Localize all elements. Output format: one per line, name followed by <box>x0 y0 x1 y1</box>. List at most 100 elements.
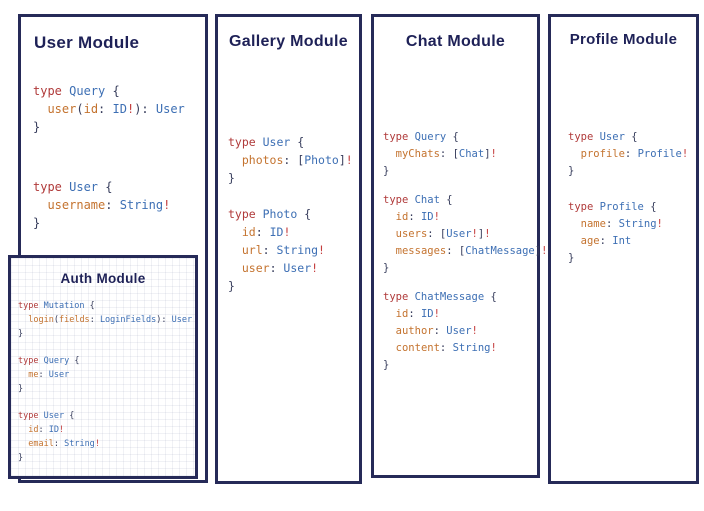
code-token: name <box>580 218 606 230</box>
chat-module-panel: Chat Module type Query { myChats: [Chat]… <box>371 14 547 478</box>
code-token: : <box>255 225 270 239</box>
code-line: type Query { <box>33 82 185 100</box>
code-token <box>228 225 242 239</box>
gallery-module-code: type User { photos: [Photo]!}type Photo … <box>228 133 353 295</box>
code-token: id <box>395 211 409 223</box>
code-token: ! <box>484 228 491 240</box>
code-token: ! <box>59 425 65 435</box>
code-block: type User { profile: Profile!} <box>568 129 688 180</box>
code-token: type <box>568 131 600 143</box>
code-token: : <box>98 102 113 116</box>
code-token <box>18 370 28 380</box>
code-token: ] <box>484 148 491 160</box>
code-token: } <box>228 279 235 293</box>
code-token: id <box>395 308 409 320</box>
code-token: } <box>383 165 390 177</box>
code-token: : [ <box>446 245 466 257</box>
chat-module-code: type Query { myChats: [Chat]!}type Chat … <box>383 129 547 374</box>
code-token: { <box>446 194 453 206</box>
code-line: type User { <box>568 129 688 146</box>
code-token: Photo <box>304 153 339 167</box>
code-line: type Query { <box>18 354 192 368</box>
code-token: login <box>28 315 54 325</box>
code-line: id: ID! <box>18 423 192 437</box>
code-token: ! <box>283 225 291 239</box>
code-token: ): <box>156 315 172 325</box>
profile-module-panel: Profile Module type User { profile: Prof… <box>548 14 699 484</box>
code-token: profile <box>580 148 625 160</box>
code-token: type <box>18 301 44 311</box>
code-line: id: ID! <box>228 223 353 241</box>
code-token: Query <box>69 84 113 98</box>
code-token: } <box>33 216 41 230</box>
code-token: age <box>580 235 600 247</box>
code-token: : <box>408 308 421 320</box>
code-line: } <box>18 451 192 465</box>
code-line: } <box>18 327 192 341</box>
code-line: me: User <box>18 368 192 382</box>
code-line: author: User! <box>383 323 547 340</box>
code-token: ! <box>126 102 135 116</box>
code-token: LoginFields <box>99 315 157 325</box>
code-token: } <box>383 262 390 274</box>
code-token: { <box>69 411 75 421</box>
code-token: { <box>452 131 459 143</box>
auth-module-panel: Auth Module type Mutation { login(fields… <box>8 255 198 479</box>
code-token: { <box>631 131 638 143</box>
code-token: ChatMessage <box>414 291 491 303</box>
code-token: Query <box>43 356 75 366</box>
code-line: messages: [ChatMessage]! <box>383 243 548 260</box>
code-line: type Profile { <box>568 199 688 216</box>
code-token <box>568 148 581 160</box>
code-line: username: String! <box>33 196 185 214</box>
code-token: : <box>433 325 447 337</box>
code-token: String <box>618 218 657 230</box>
code-token: : [ <box>283 153 305 167</box>
code-line: content: String! <box>383 340 547 357</box>
code-token: ): <box>134 102 156 116</box>
code-block: type User { id: ID! email: String!} <box>18 409 192 465</box>
code-token: : <box>599 235 613 247</box>
code-token <box>383 148 396 160</box>
code-block: type Mutation { login(fields: LoginField… <box>18 299 192 341</box>
code-token: } <box>383 359 390 371</box>
code-token <box>383 342 396 354</box>
code-token: Mutation <box>43 301 90 311</box>
code-line: myChats: [Chat]! <box>383 146 547 163</box>
code-token <box>228 261 242 275</box>
code-token: ID <box>48 425 59 435</box>
code-token: type <box>383 291 415 303</box>
code-line: url: String! <box>228 241 353 259</box>
code-token: { <box>89 301 95 311</box>
code-token: id <box>28 425 39 435</box>
code-token: type <box>568 201 600 213</box>
code-line: type Photo { <box>228 205 353 223</box>
code-block: type User { username: String!} <box>33 178 185 232</box>
code-line: } <box>568 163 688 180</box>
code-token: { <box>650 201 657 213</box>
code-token: : <box>38 425 49 435</box>
code-token: email <box>28 439 54 449</box>
code-token: ! <box>541 245 548 257</box>
code-token: ] <box>534 245 542 257</box>
code-token: : <box>269 261 284 275</box>
code-token: ! <box>471 228 478 240</box>
code-token: String <box>119 198 164 212</box>
code-token: ( <box>53 315 59 325</box>
auth-module-code: type Mutation { login(fields: LoginField… <box>18 299 192 465</box>
code-token <box>18 439 28 449</box>
code-token: type <box>33 180 70 194</box>
code-token: User <box>69 180 106 194</box>
code-token <box>33 102 47 116</box>
code-token: : <box>408 211 421 223</box>
profile-module-title: Profile Module <box>569 31 678 48</box>
code-token: { <box>74 356 80 366</box>
code-token: type <box>33 84 70 98</box>
code-line: } <box>383 357 547 374</box>
code-token: String <box>276 243 319 257</box>
code-line: } <box>568 250 688 267</box>
code-line: } <box>383 260 547 277</box>
code-token: User <box>599 131 632 143</box>
code-line: profile: Profile! <box>568 146 689 163</box>
code-block: type Profile { name: String! age: Int} <box>568 199 688 267</box>
